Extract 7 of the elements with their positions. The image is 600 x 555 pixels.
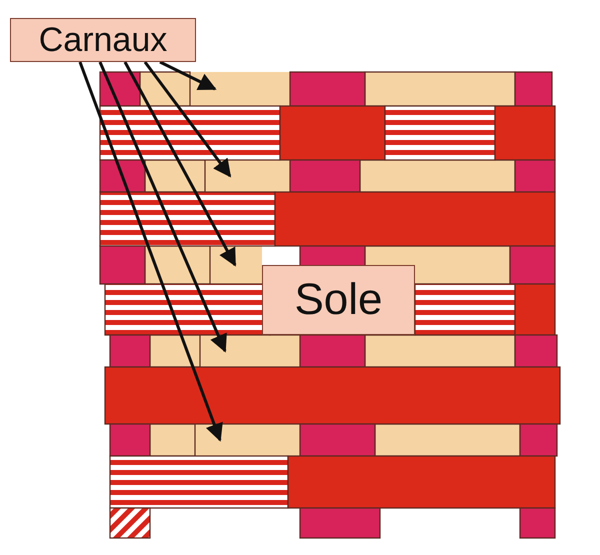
label-box: Carnaux xyxy=(10,18,196,62)
arrow xyxy=(144,61,232,178)
arrow xyxy=(159,60,217,90)
arrow xyxy=(78,61,223,442)
label-box: Sole xyxy=(262,265,415,335)
arrow xyxy=(98,61,227,353)
arrow xyxy=(124,61,236,267)
